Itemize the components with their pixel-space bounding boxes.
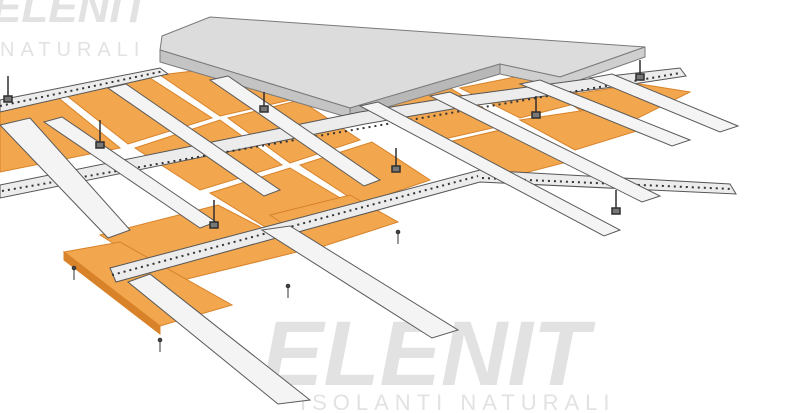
fixing-screw-icon — [285, 283, 291, 298]
watermark-corner-tagline: NATURALI — [0, 39, 145, 61]
cross-profile — [518, 79, 692, 147]
watermark-corner-brand: ELENIT — [0, 0, 152, 32]
carrier-rail — [0, 67, 170, 113]
cross-profile — [0, 117, 131, 239]
cross-profile — [588, 73, 740, 133]
cross-profile — [358, 101, 622, 237]
cross-profile-loose — [127, 273, 312, 405]
watermark-tagline: ISOLANTI NATURALI — [300, 390, 616, 413]
panel-dropped-edge — [63, 250, 161, 336]
hanger-rod-icon — [391, 148, 401, 173]
board-notch — [499, 46, 646, 88]
hanger-rod-icon — [531, 96, 541, 119]
hanger-rod-icon — [611, 190, 621, 215]
hanger-rod-icon — [209, 200, 219, 229]
cross-profile — [208, 75, 382, 187]
fixing-screw-icon — [395, 229, 401, 244]
cross-profile — [428, 91, 662, 203]
fixing-screw-icon — [71, 265, 77, 280]
cross-profile-loose — [260, 225, 460, 339]
screws — [71, 229, 401, 352]
fixing-screw-icon — [157, 337, 163, 352]
hanger-rod-icon — [635, 60, 645, 81]
cross-profile — [106, 83, 282, 197]
hanger-rod-icon — [95, 120, 105, 149]
plasterboard — [159, 16, 646, 119]
cross-profiles — [0, 73, 740, 405]
hanger-rod-icon — [3, 76, 13, 103]
hangers — [3, 60, 645, 229]
hanger-rod-icon — [259, 92, 269, 113]
